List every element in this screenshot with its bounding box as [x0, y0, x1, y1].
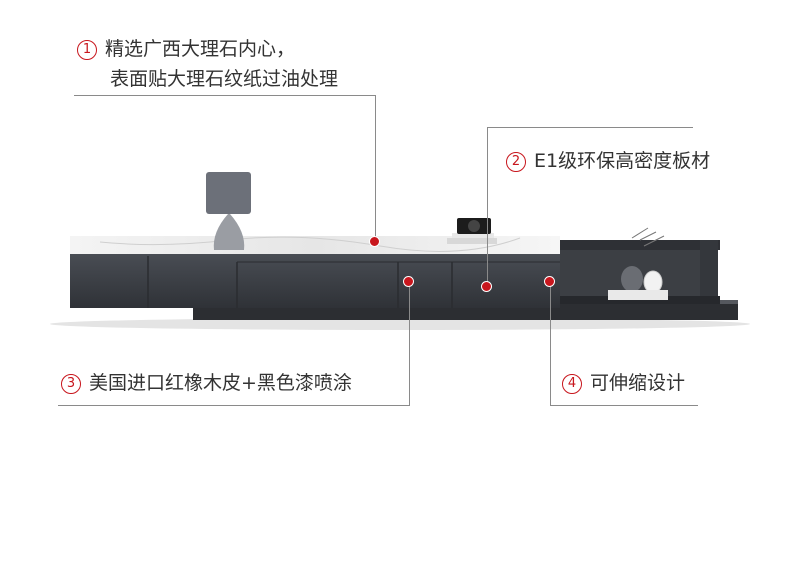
marker-dot-1 [369, 236, 380, 247]
leader-line-3-v [409, 283, 410, 405]
callout-3: 3 美国进口红橡木皮+黑色漆喷涂 [61, 368, 352, 398]
marker-dot-4 [544, 276, 555, 287]
callout-number-4: 4 [562, 373, 582, 394]
leader-line-1-v [375, 95, 376, 240]
callout-2: 2 E1级环保高密度板材 [506, 146, 710, 176]
leader-line-4-h [550, 405, 698, 406]
callout-1: 1 精选广西大理石内心， 表面贴大理石纹纸过油处理 [77, 34, 338, 94]
leader-line-1-h [74, 95, 376, 96]
vase [621, 266, 643, 292]
leader-line-4-v [550, 283, 551, 405]
leader-line-2-v [487, 127, 488, 287]
callout-4-text: 可伸缩设计 [590, 372, 686, 394]
marker-dot-2 [481, 281, 492, 292]
callout-number-3: 3 [61, 373, 81, 394]
leader-line-2-h [487, 127, 693, 128]
callout-1-line-1: 精选广西大理石内心， [105, 38, 296, 60]
marble-top [70, 236, 560, 254]
cabinet-body [70, 252, 560, 308]
callout-number-1: 1 [77, 39, 97, 60]
callout-4: 4 可伸缩设计 [562, 368, 685, 398]
callout-number-2: 2 [506, 151, 526, 172]
lamp-shade [206, 172, 251, 214]
callout-2-text: E1级环保高密度板材 [534, 150, 711, 172]
marker-dot-3 [403, 276, 414, 287]
callout-1-line-2: 表面贴大理石纹纸过油处理 [110, 68, 339, 90]
extension-shelf [560, 240, 720, 250]
callout-3-text: 美国进口红橡木皮+黑色漆喷涂 [89, 372, 352, 394]
leader-line-3-h [58, 405, 410, 406]
